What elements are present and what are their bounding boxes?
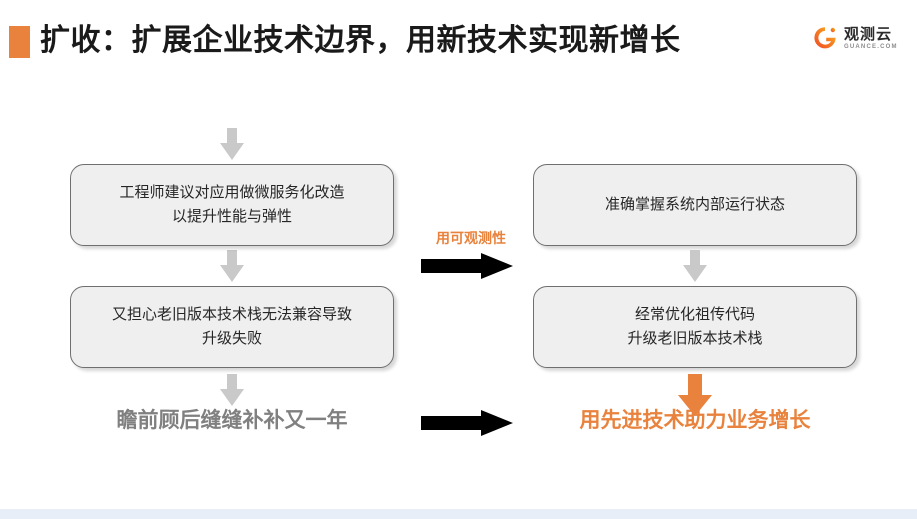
guance-g-logo-icon	[812, 25, 838, 51]
brand-logo: 观测云 GUANCE.COM	[812, 21, 908, 55]
title-accent-bar	[9, 26, 30, 58]
flow-box-right-1-text: 准确掌握系统内部运行状态	[604, 196, 785, 213]
center-label: 用可观测性	[436, 230, 506, 246]
flow-box-right-2: 经常优化祖传代码 升级老旧版本技术栈	[533, 286, 857, 368]
logo-name: 观测云	[844, 25, 893, 43]
arrow-right-icon	[421, 253, 513, 279]
page-title: 扩收：扩展企业技术边界，用新技术实现新增长	[40, 24, 681, 57]
summary-left-text: 瞻前顾后缝缝补补又一年	[116, 409, 348, 432]
arrow-down-icon	[220, 128, 244, 160]
flow-box-left-2-text: 又担心老旧版本技术栈无法兼容导致 升级失败	[111, 306, 352, 347]
flow-box-left-2: 又担心老旧版本技术栈无法兼容导致 升级失败	[70, 286, 394, 368]
flow-box-right-1: 准确掌握系统内部运行状态	[533, 164, 857, 246]
flow-box-right-2-text: 经常优化祖传代码 升级老旧版本技术栈	[627, 306, 763, 347]
arrow-down-icon	[220, 374, 244, 406]
bottom-divider-band	[0, 509, 917, 519]
arrow-right-icon	[421, 410, 513, 436]
slide-header: 扩收：扩展企业技术边界，用新技术实现新增长 观测云	[0, 0, 917, 90]
arrow-down-icon	[220, 250, 244, 282]
arrow-down-icon-orange	[678, 374, 712, 416]
summary-right-text: 用先进技术助力业务增长	[579, 409, 811, 432]
logo-domain: GUANCE.COM	[844, 43, 898, 50]
flow-box-left-1-text: 工程师建议对应用做微服务化改造 以提升性能与弹性	[119, 184, 345, 225]
arrow-down-icon	[683, 250, 707, 282]
logo-text: 观测云 GUANCE.COM	[844, 27, 898, 50]
flow-box-left-1: 工程师建议对应用做微服务化改造 以提升性能与弹性	[70, 164, 394, 246]
